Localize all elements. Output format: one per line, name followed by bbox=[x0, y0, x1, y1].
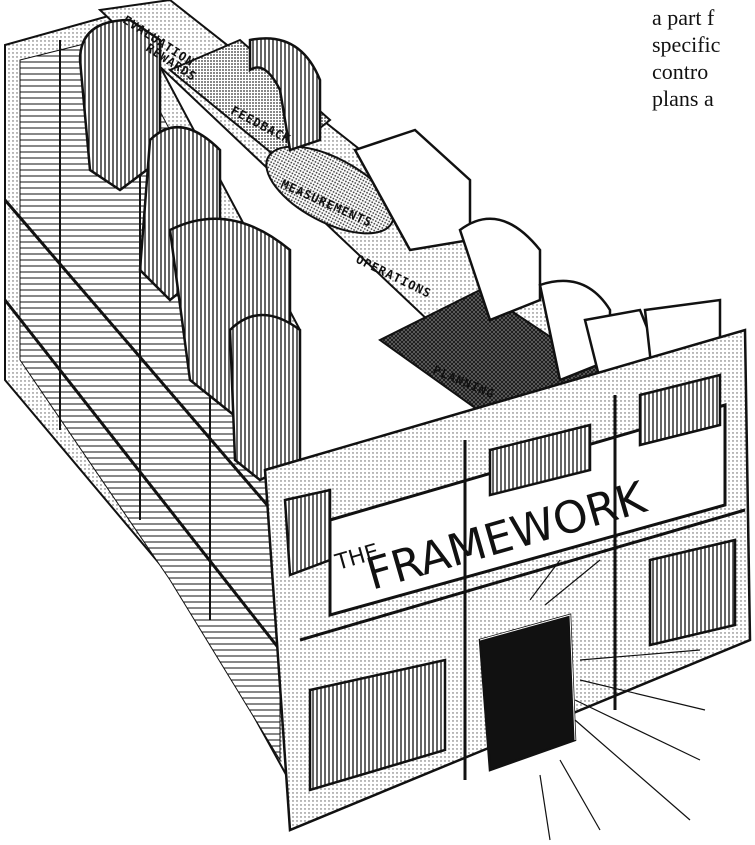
cropped-body-text: a part f specific contro plans a bbox=[652, 4, 755, 112]
text-line: specific bbox=[652, 32, 721, 57]
text-line: plans a bbox=[652, 86, 714, 111]
light-rays bbox=[529, 559, 706, 841]
text-line: contro bbox=[652, 59, 709, 84]
front-facade bbox=[263, 328, 752, 832]
text-line: a part f bbox=[652, 5, 715, 30]
roof-letters bbox=[78, 18, 722, 482]
